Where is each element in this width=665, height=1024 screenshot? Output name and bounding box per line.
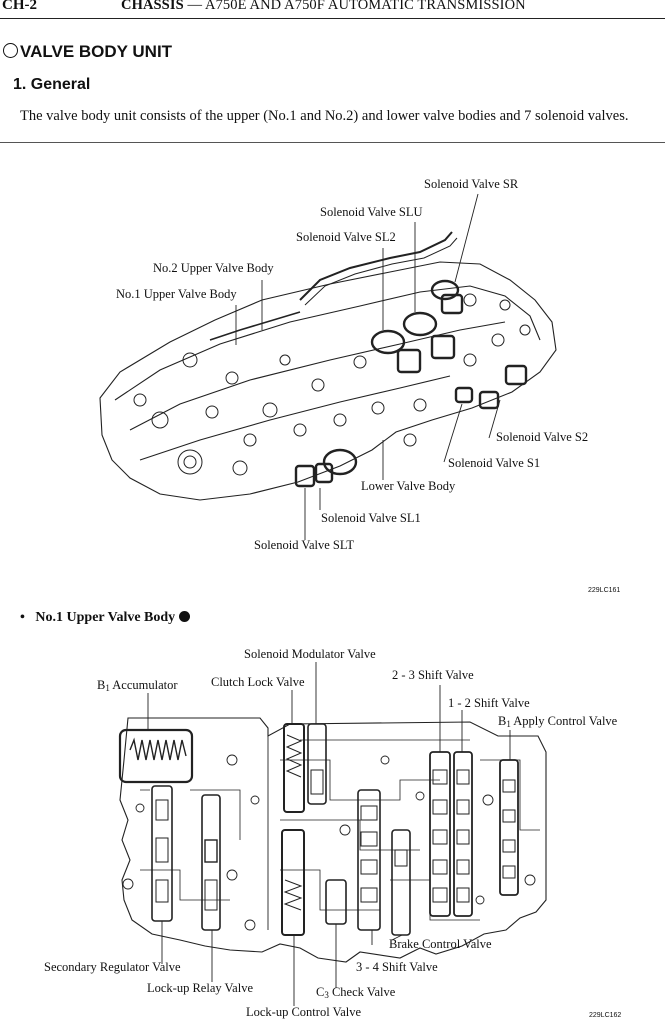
bullet-dot-icon bbox=[179, 611, 191, 622]
label-lock-up-relay-valve: Lock-up Relay Valve bbox=[147, 981, 253, 995]
label-solenoid-modulator-valve: Solenoid Modulator Valve bbox=[244, 647, 376, 661]
section-title: VALVE BODY UNIT bbox=[3, 42, 172, 62]
label-b1-accumulator: B1 Accumulator bbox=[97, 678, 178, 693]
label-no1-upper-valve-body: No.1 Upper Valve Body bbox=[116, 287, 237, 301]
label-solenoid-valve-s2: Solenoid Valve S2 bbox=[496, 430, 589, 444]
label-brake-control-valve: Brake Control Valve bbox=[389, 937, 492, 951]
page-header: CH-2 CHASSIS — A750E AND A750F AUTOMATIC… bbox=[0, 0, 665, 19]
label-no2-upper-valve-body: No.2 Upper Valve Body bbox=[153, 261, 274, 275]
general-heading: 1. General bbox=[13, 76, 91, 93]
figure-code: 229LC162 bbox=[589, 1012, 622, 1019]
label-solenoid-valve-s1: Solenoid Valve S1 bbox=[448, 456, 541, 470]
divider bbox=[0, 142, 665, 143]
label-solenoid-valve-sr: Solenoid Valve SR bbox=[424, 177, 519, 191]
label-secondary-regulator-valve: Secondary Regulator Valve bbox=[44, 960, 181, 974]
label-2-3-shift-valve: 2 - 3 Shift Valve bbox=[392, 668, 474, 682]
label-solenoid-valve-slu: Solenoid Valve SLU bbox=[320, 205, 423, 219]
label-solenoid-valve-sl2: Solenoid Valve SL2 bbox=[296, 230, 396, 244]
label-b1-apply-control-valve: B1 Apply Control Valve bbox=[498, 714, 618, 729]
general-paragraph: The valve body unit consists of the uppe… bbox=[20, 108, 629, 124]
header-title: CHASSIS — A750E AND A750F AUTOMATIC TRAN… bbox=[121, 0, 526, 13]
label-solenoid-valve-sl1: Solenoid Valve SL1 bbox=[321, 511, 421, 525]
page-number: CH-2 bbox=[2, 0, 37, 13]
label-solenoid-valve-slt: Solenoid Valve SLT bbox=[254, 538, 355, 552]
circle-marker-icon bbox=[3, 43, 18, 58]
label-clutch-lock-valve: Clutch Lock Valve bbox=[211, 675, 305, 689]
figure-code: 229LC161 bbox=[588, 587, 621, 594]
label-lock-up-control-valve: Lock-up Control Valve bbox=[246, 1005, 362, 1019]
label-lower-valve-body: Lower Valve Body bbox=[361, 479, 456, 493]
label-3-4-shift-valve: 3 - 4 Shift Valve bbox=[356, 960, 438, 974]
subsection-title: • No.1 Upper Valve Body bbox=[20, 610, 191, 626]
label-c3-check-valve: C3 Check Valve bbox=[316, 985, 396, 1000]
valve-body-unit-diagram bbox=[99, 193, 557, 540]
label-1-2-shift-valve: 1 - 2 Shift Valve bbox=[448, 696, 530, 710]
